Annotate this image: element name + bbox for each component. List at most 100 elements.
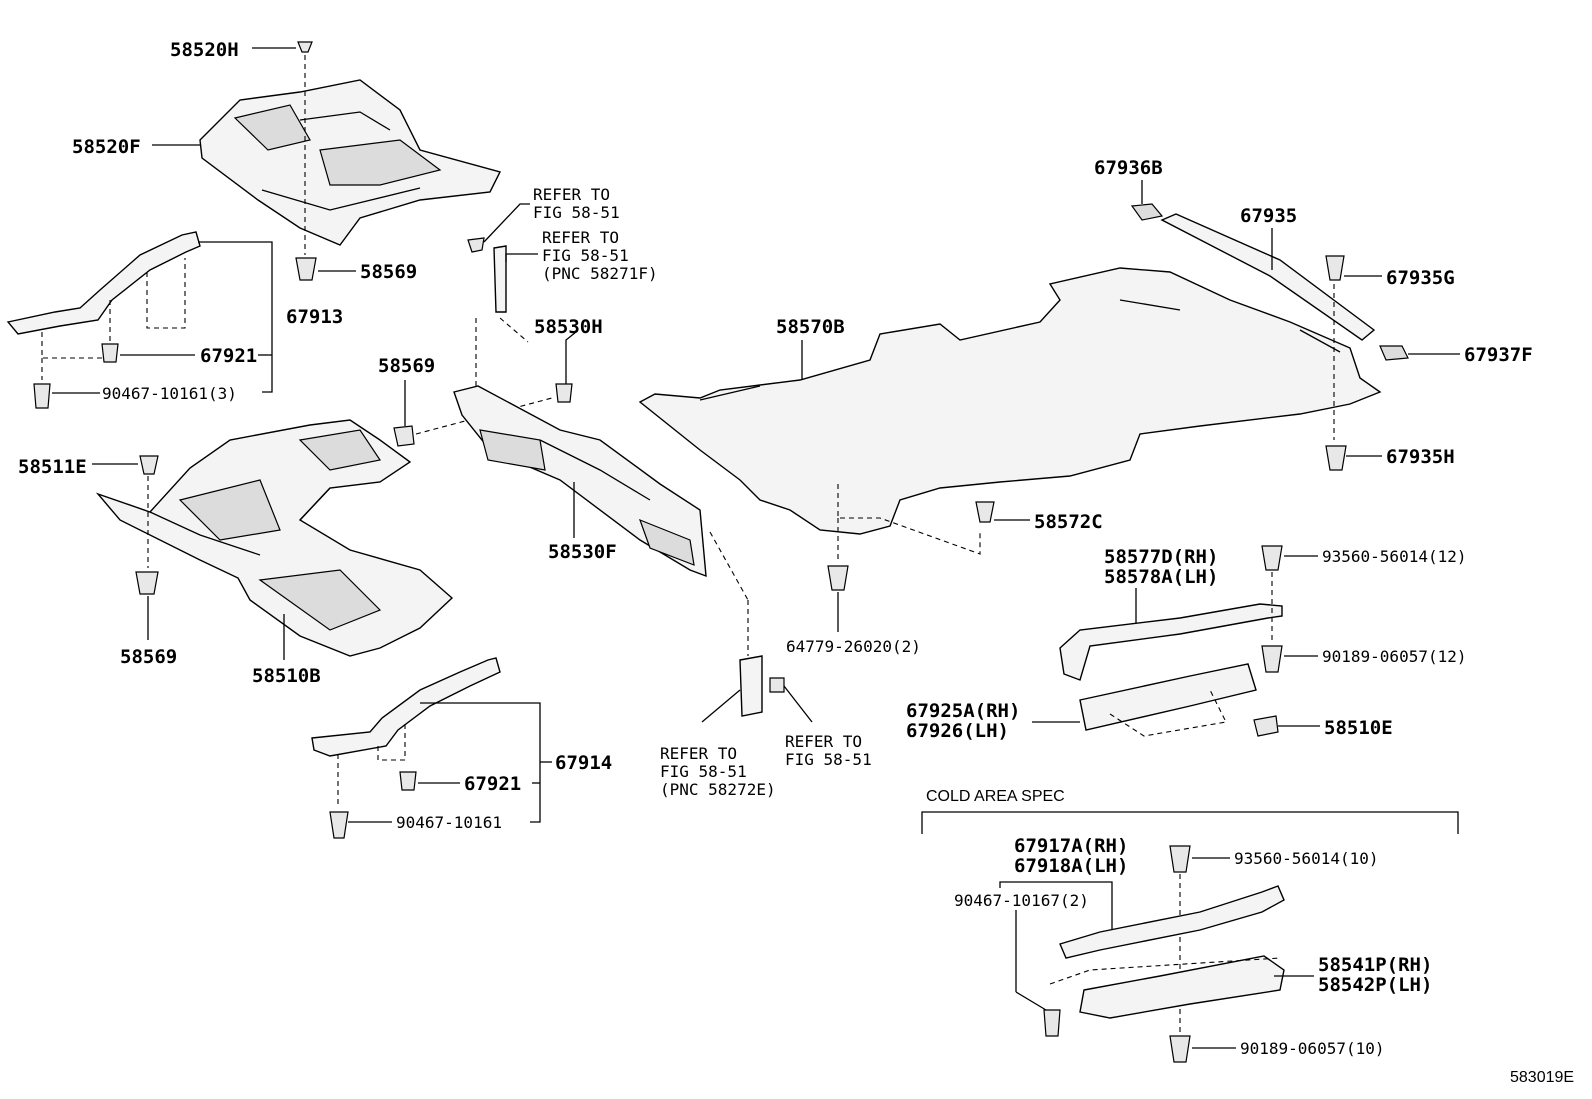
dashed-guide [475, 317, 529, 390]
fastener-93560-56014-10 [1169, 845, 1191, 873]
label-58542P-LH: 58542P(LH) [1318, 974, 1432, 996]
fastener-58530H [555, 383, 573, 403]
dashed-guide [337, 724, 406, 808]
refer-1-line1: REFER TO [533, 185, 610, 204]
refer-4-line2: FIG 58-51 [785, 750, 872, 769]
refer-4-line1: REFER TO [785, 732, 862, 751]
label-58569-mid: 58569 [378, 355, 435, 377]
label-58572C: 58572C [1034, 511, 1103, 533]
cold-area-spec-frame [921, 811, 1459, 834]
fastener-90189-06057-10 [1169, 1035, 1191, 1063]
dashed-guide [415, 397, 553, 435]
leader-refer-2 [505, 253, 538, 262]
bracket-67914 [420, 702, 541, 823]
fastener-67921-top [101, 343, 119, 363]
fastener-58569-mid [393, 425, 415, 447]
part-67925A-cover [1079, 663, 1257, 731]
dashed-guide [109, 258, 186, 345]
label-67913: 67913 [286, 306, 343, 328]
bracket-refer-2 [493, 245, 507, 313]
label-64779-26020-2: 64779-26020(2) [786, 637, 921, 656]
refer-2-line1: REFER TO [542, 228, 619, 247]
label-58530H: 58530H [534, 316, 603, 338]
label-90467-10161-3: 90467-10161(3) [102, 384, 237, 403]
label-93560-56014-10: 93560-56014(10) [1234, 849, 1379, 868]
label-58520F: 58520F [72, 136, 141, 158]
fastener-58511E [139, 455, 159, 475]
label-58569-top: 58569 [360, 261, 417, 283]
fastener-58569-top [295, 257, 317, 281]
fastener-58520H [297, 41, 313, 53]
fastener-67921-bot [399, 771, 417, 791]
fastener-58510E [1253, 715, 1279, 737]
fastener-64779-26020 [827, 565, 849, 591]
fastener-58569-bot [135, 571, 159, 595]
label-58569-bot: 58569 [120, 646, 177, 668]
bracket-67913 [198, 241, 273, 393]
fastener-58572C [975, 501, 995, 523]
dashed-guide [1109, 689, 1227, 737]
label-93560-56014-12: 93560-56014(12) [1322, 547, 1467, 566]
label-58578A-LH: 58578A(LH) [1104, 566, 1218, 588]
label-58541P-RH: 58541P(RH) [1318, 954, 1432, 976]
part-58520F-rear-floor-mat [199, 79, 502, 246]
dashed-guide [709, 531, 749, 601]
fastener-90467-10161 [329, 811, 349, 839]
fastener-67935G [1325, 255, 1345, 281]
clip-refer-1 [467, 237, 485, 253]
label-58520H: 58520H [170, 39, 239, 61]
leader-refer-3 [701, 689, 741, 723]
label-67917A-RH: 67917A(RH) [1014, 835, 1128, 857]
label-67914: 67914 [555, 752, 612, 774]
refer-2-line2: FIG 58-51 [542, 246, 629, 265]
label-67936B: 67936B [1094, 157, 1163, 179]
label-58510B: 58510B [252, 665, 321, 687]
bolt-refer-4 [769, 677, 785, 693]
part-58577D-bracket [1059, 603, 1283, 681]
leader-90467-10167-diag [1015, 991, 1047, 1011]
label-58570B: 58570B [776, 316, 845, 338]
refer-3-line3: (PNC 58272E) [660, 780, 776, 799]
bracket-67917A [999, 881, 1113, 930]
label-67925A-RH: 67925A(RH) [906, 700, 1020, 722]
fastener-67935H [1325, 445, 1347, 471]
label-58511E: 58511E [18, 456, 87, 478]
label-90189-06057-12: 90189-06057(12) [1322, 647, 1467, 666]
label-90467-10161: 90467-10161 [396, 813, 502, 832]
label-58577D-RH: 58577D(RH) [1104, 546, 1218, 568]
part-58541P-cover [1079, 955, 1285, 1019]
label-90467-10167-2: 90467-10167(2) [954, 891, 1089, 910]
part-67937F-pad [1379, 345, 1409, 361]
label-67935G: 67935G [1386, 267, 1455, 289]
label-67935: 67935 [1240, 205, 1297, 227]
leader-58530H [565, 331, 577, 384]
part-67936B-pad [1130, 203, 1164, 221]
leader-refer-4 [783, 685, 813, 723]
fastener-90189-06057-12 [1261, 645, 1283, 673]
refer-3-line1: REFER TO [660, 744, 737, 763]
part-58510B-front-floor-carpet [95, 419, 454, 657]
figure-id: 583019E [1510, 1069, 1574, 1086]
part-67917A-rail [1059, 885, 1285, 959]
part-67914-scuff-plate [311, 657, 501, 757]
label-67935H: 67935H [1386, 446, 1455, 468]
label-58530F: 58530F [548, 541, 617, 563]
part-58570B-floor-panel [638, 267, 1382, 535]
label-67921-bot: 67921 [464, 773, 521, 795]
label-67926-LH: 67926(LH) [906, 720, 1009, 742]
part-67935-rail [1160, 213, 1376, 341]
fastener-90467-10167 [1043, 1009, 1061, 1037]
dashed-guide [41, 332, 110, 359]
refer-3-line2: FIG 58-51 [660, 762, 747, 781]
label-67921-top: 67921 [200, 345, 257, 367]
label-67937F: 67937F [1464, 344, 1533, 366]
cold-area-spec-title: COLD AREA SPEC [926, 788, 1065, 805]
bracket-refer-3 [739, 655, 763, 717]
part-58530F-tunnel-panel [453, 385, 707, 578]
fastener-90467-10161-3 [33, 383, 51, 409]
label-90189-06057-10: 90189-06057(10) [1240, 1039, 1385, 1058]
fastener-93560-56014-12 [1261, 545, 1283, 571]
part-67913-scuff-plate [6, 231, 201, 335]
leader-refer-1 [483, 203, 530, 243]
